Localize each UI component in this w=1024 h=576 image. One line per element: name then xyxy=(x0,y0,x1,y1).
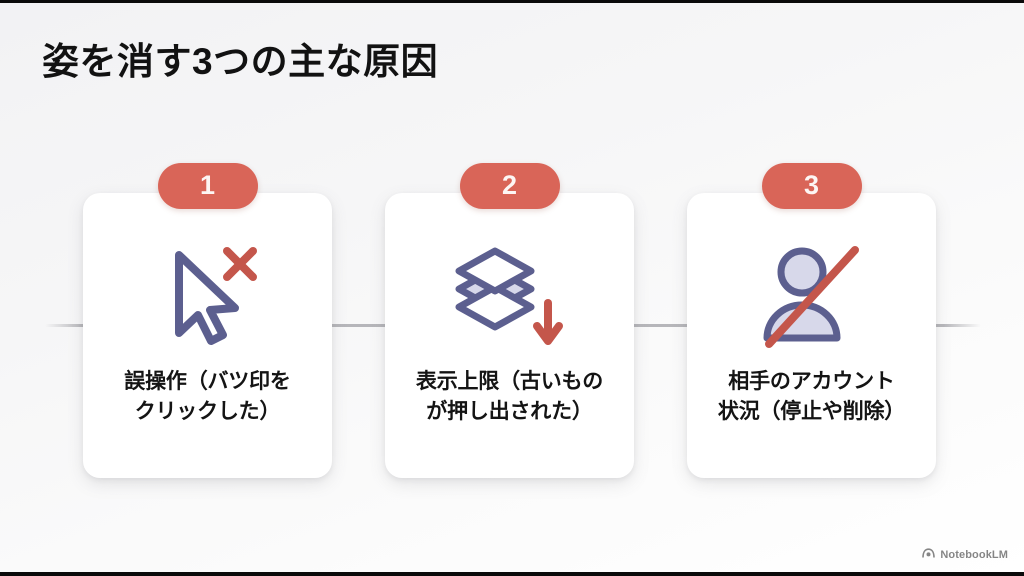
card-label-3: 相手のアカウント状況（停止や削除） xyxy=(717,370,906,423)
letterbox-top xyxy=(0,0,1024,3)
layers-with-down-arrow-icon xyxy=(451,241,569,353)
card-label-1: 誤操作（バツ印をクリックした） xyxy=(124,370,291,423)
badge-number-3: 3 xyxy=(803,170,820,200)
card-badge-3: 3 xyxy=(761,163,862,209)
watermark-label: NotebookLM xyxy=(940,549,1008,561)
card-badge-2: 2 xyxy=(459,163,560,209)
card-cause-2[interactable]: 2 表示上限（古いものが押し出された） xyxy=(385,163,634,478)
badge-number-2: 2 xyxy=(501,170,518,200)
person-slashed-icon xyxy=(757,241,867,353)
letterbox-bottom xyxy=(0,572,1024,576)
card-label-2: 表示上限（古いものが押し出された） xyxy=(415,370,604,423)
card-badge-1: 1 xyxy=(157,163,258,209)
cursor-with-x-icon xyxy=(153,241,263,353)
badge-number-1: 1 xyxy=(199,170,216,200)
card-cause-1[interactable]: 1 誤操作（バツ印をクリックした） xyxy=(83,163,332,478)
cards-row: 1 誤操作（バツ印をクリックした） 2 xyxy=(83,163,936,478)
notebooklm-logo-icon xyxy=(922,546,936,564)
card-cause-3[interactable]: 3 相手のアカウント状況（停止や削除） xyxy=(687,163,936,478)
page-title: 姿を消す3つの主な原因 xyxy=(42,41,439,82)
notebooklm-watermark: NotebookLM xyxy=(922,546,1008,564)
